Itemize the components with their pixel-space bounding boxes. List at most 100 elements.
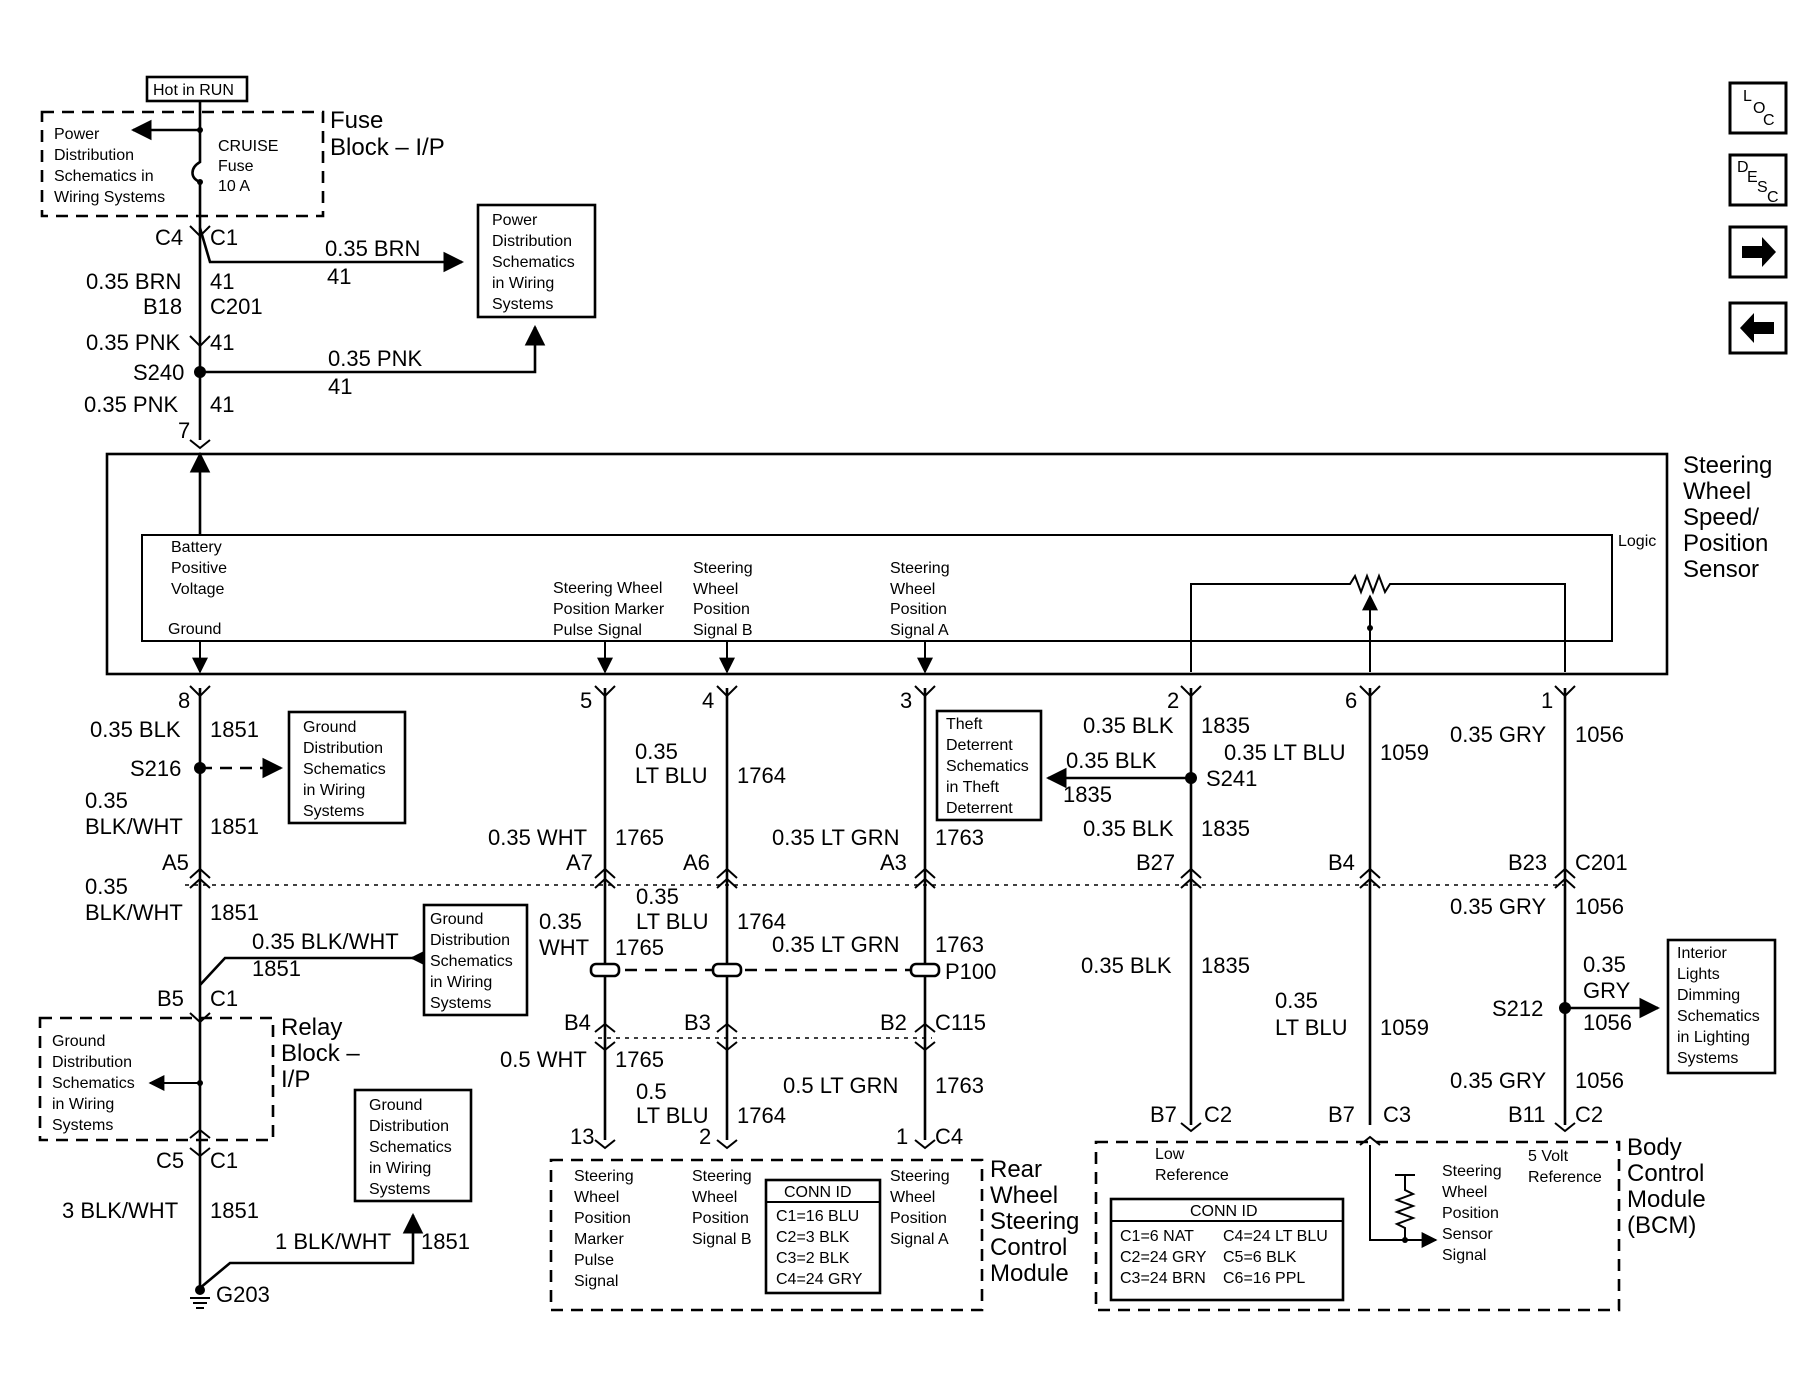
pnk-branch-wire bbox=[200, 324, 546, 374]
svg-text:in Wiring: in Wiring bbox=[303, 782, 365, 799]
logic-box bbox=[141, 534, 1613, 642]
pnk-circuit-2-label: 41 bbox=[210, 392, 234, 417]
svg-text:C6=16 PPL: C6=16 PPL bbox=[1223, 1270, 1305, 1287]
svg-text:Deterrent: Deterrent bbox=[946, 737, 1013, 754]
svg-text:O: O bbox=[1753, 100, 1765, 117]
pin-4: 4 bbox=[702, 688, 714, 713]
svg-text:Schematics: Schematics bbox=[1677, 1008, 1760, 1025]
svg-text:Battery: Battery bbox=[171, 539, 222, 556]
sensor-name: Steering Wheel Speed/ Position Sensor bbox=[1683, 452, 1772, 583]
svg-text:Power: Power bbox=[492, 212, 538, 229]
cruise-fuse-symbol bbox=[191, 130, 202, 212]
gry-branch-circuit-label: 1056 bbox=[1583, 1010, 1632, 1035]
pin2-label: 2 bbox=[699, 1124, 711, 1149]
svg-text:Fuse: Fuse bbox=[218, 158, 254, 175]
svg-text:C: C bbox=[1767, 189, 1779, 206]
gnd-bw-2-label-a: 0.35 bbox=[85, 874, 128, 899]
svg-text:C1=16 BLU: C1=16 BLU bbox=[776, 1208, 859, 1225]
gds-3-label: Ground Distribution Schematics in Wiring… bbox=[52, 1033, 135, 1134]
s212-label: S212 bbox=[1492, 996, 1543, 1021]
cruise-fuse-label: CRUISE Fuse 10 A bbox=[218, 138, 278, 195]
b4-ref-label: B4 bbox=[1328, 850, 1355, 875]
pin-5: 5 bbox=[580, 688, 592, 713]
sigb-circuit-2-label: 1764 bbox=[737, 909, 786, 934]
svg-text:Reference: Reference bbox=[1528, 1169, 1602, 1186]
c4-rwsc-label: C4 bbox=[935, 1124, 963, 1149]
svg-text:E: E bbox=[1747, 169, 1758, 186]
blk-wire-1-label: 0.35 BLK bbox=[1083, 713, 1174, 738]
svg-text:Position: Position bbox=[1442, 1205, 1499, 1222]
svg-text:Hot in RUN: Hot in RUN bbox=[153, 82, 234, 99]
c201-right-label: C201 bbox=[1575, 850, 1628, 875]
bcm-sensor-input-wire bbox=[1369, 1145, 1432, 1241]
svg-text:C2=24 GRY: C2=24 GRY bbox=[1120, 1249, 1207, 1266]
c1-lower-label: C1 bbox=[210, 1148, 238, 1173]
svg-text:S: S bbox=[1757, 179, 1768, 196]
svg-text:Wheel: Wheel bbox=[693, 581, 738, 598]
svg-text:C3=2 BLK: C3=2 BLK bbox=[776, 1250, 850, 1267]
gnd-bw-branch-wire bbox=[199, 956, 415, 986]
svg-text:Sensor: Sensor bbox=[1442, 1226, 1493, 1243]
a6-label: A6 bbox=[683, 850, 710, 875]
pds-right-box: Power Distribution Schematics in Wiring … bbox=[476, 203, 597, 319]
siga-circuit-2-label: 1763 bbox=[935, 932, 984, 957]
svg-text:Distribution: Distribution bbox=[369, 1118, 449, 1135]
pnk-branch-circuit-label: 41 bbox=[328, 374, 352, 399]
p100-grommets bbox=[589, 962, 941, 978]
svg-text:Signal A: Signal A bbox=[890, 1231, 949, 1248]
loc-button[interactable]: L O C bbox=[1728, 81, 1788, 135]
forward-button[interactable] bbox=[1728, 225, 1788, 279]
blk-circuit-1-label: 1835 bbox=[1201, 713, 1250, 738]
ltblu-circuit-1-label: 1059 bbox=[1380, 740, 1429, 765]
svg-text:Relay: Relay bbox=[281, 1014, 342, 1041]
signal-a-label: Steering Wheel Position Signal A bbox=[890, 560, 950, 639]
svg-text:Wheel: Wheel bbox=[1683, 478, 1751, 505]
svg-text:Steering: Steering bbox=[693, 560, 753, 577]
svg-text:Schematics: Schematics bbox=[946, 758, 1029, 775]
interior-lights-box: Interior Lights Dimming Schematics in Li… bbox=[1666, 938, 1777, 1075]
arrow-right-icon bbox=[1742, 237, 1776, 267]
hot-in-run-label: Hot in RUN bbox=[145, 75, 249, 103]
svg-text:Block – I/P: Block – I/P bbox=[330, 134, 445, 161]
svg-text:CONN ID: CONN ID bbox=[784, 1184, 852, 1201]
back-button[interactable] bbox=[1728, 301, 1788, 355]
pds-left-label: Power Distribution Schematics in Wiring … bbox=[54, 126, 165, 206]
svg-text:D: D bbox=[1737, 159, 1749, 176]
b4-label: B4 bbox=[564, 1010, 591, 1035]
svg-text:Steering: Steering bbox=[990, 1208, 1079, 1235]
svg-text:Signal B: Signal B bbox=[692, 1231, 752, 1248]
ltblu-wire-1-label: 0.35 LT BLU bbox=[1224, 740, 1345, 765]
svg-text:(BCM): (BCM) bbox=[1627, 1212, 1696, 1239]
c3-label: C3 bbox=[1383, 1102, 1411, 1127]
gry-wire-2-label: 0.35 GRY bbox=[1450, 894, 1547, 919]
bcm-low-ref-label: Low Reference bbox=[1155, 1146, 1229, 1184]
svg-text:Schematics: Schematics bbox=[369, 1139, 452, 1156]
svg-text:Wheel: Wheel bbox=[1442, 1184, 1487, 1201]
s241-splice bbox=[1185, 772, 1197, 784]
svg-text:Position: Position bbox=[1683, 530, 1768, 557]
svg-text:Position: Position bbox=[692, 1210, 749, 1227]
svg-text:Systems: Systems bbox=[1677, 1050, 1738, 1067]
b7-label: B7 bbox=[1150, 1102, 1177, 1127]
svg-text:C4=24 LT BLU: C4=24 LT BLU bbox=[1223, 1228, 1328, 1245]
b11-label: B11 bbox=[1508, 1102, 1546, 1127]
ltblu-wire-2-label-a: 0.35 bbox=[1275, 988, 1318, 1013]
svg-text:Systems: Systems bbox=[303, 803, 364, 820]
marker-wire-2-label-a: 0.35 bbox=[539, 909, 582, 934]
brn-wire-label: 0.35 BRN bbox=[86, 269, 181, 294]
rwsc-marker-label: Steering Wheel Position Marker Pulse Sig… bbox=[574, 1168, 634, 1290]
blk-branch-wire-label: 0.35 BLK bbox=[1066, 748, 1157, 773]
svg-text:Steering Wheel: Steering Wheel bbox=[553, 580, 662, 597]
p100-label: P100 bbox=[945, 959, 996, 984]
svg-text:Distribution: Distribution bbox=[430, 932, 510, 949]
svg-text:Position: Position bbox=[574, 1210, 631, 1227]
b7-sensor-label: B7 bbox=[1328, 1102, 1355, 1127]
pull-up-resistor-symbol bbox=[1394, 1174, 1416, 1240]
svg-text:Ground: Ground bbox=[303, 719, 356, 736]
svg-text:Position: Position bbox=[890, 601, 947, 618]
svg-text:Systems: Systems bbox=[492, 296, 553, 313]
pin1-label: 1 bbox=[896, 1124, 908, 1149]
svg-text:in Wiring: in Wiring bbox=[430, 974, 492, 991]
desc-button[interactable]: D E S C bbox=[1728, 153, 1788, 207]
a7-label: A7 bbox=[566, 850, 593, 875]
